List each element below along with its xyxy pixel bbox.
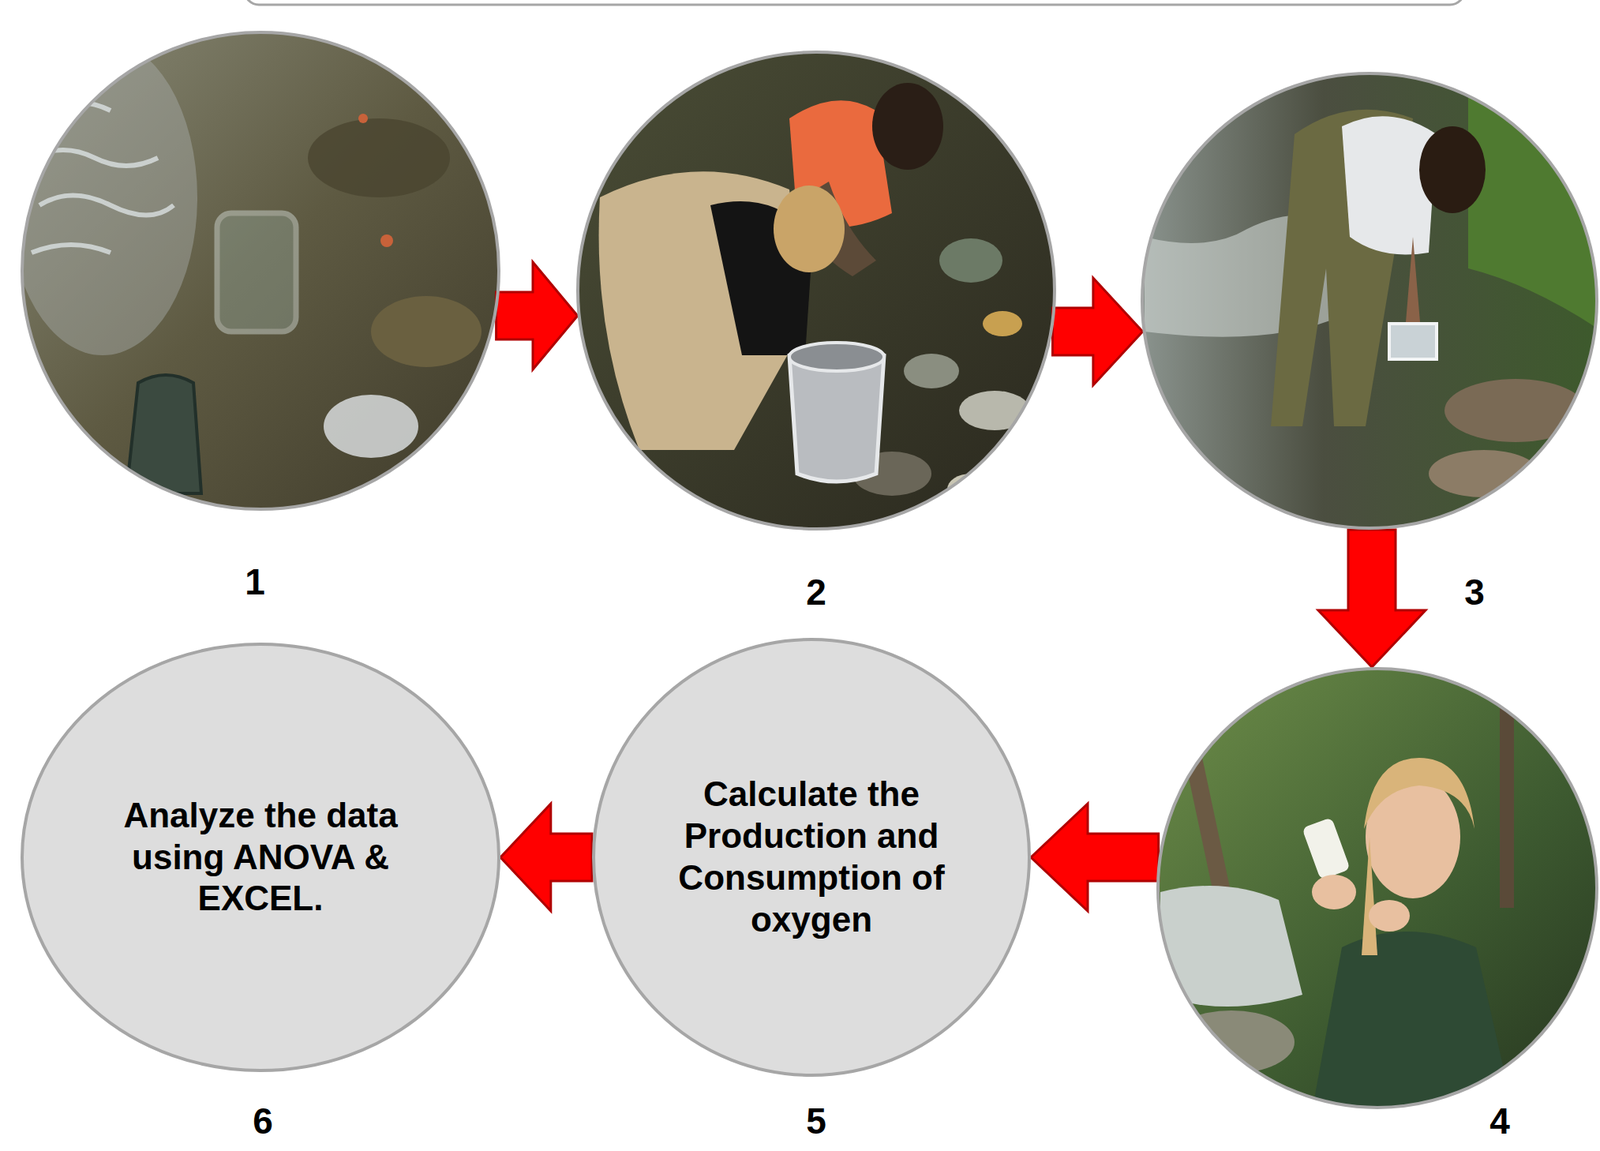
reading-photo [1152,663,1600,1121]
circle-outline [592,637,1031,1077]
circle-border [22,32,499,510]
circle-border [1142,73,1597,529]
sampling-photo [1136,71,1600,537]
step-text: Calculate the Production and Consumption… [677,773,946,941]
circle-border [22,644,499,1071]
flow-arrow [496,262,578,370]
flow-arrow [1030,803,1159,911]
step-number: 6 [252,1100,274,1143]
photo-circle: 4 [1156,666,1599,1110]
text-circle: Calculate the Production and Consumption… [592,637,1031,1077]
step-number: 5 [805,1100,827,1143]
step-number: 4 [1489,1100,1511,1143]
flow-arrow [1318,529,1426,667]
circle-outline [1140,71,1599,530]
flow-arrow [1052,277,1143,386]
text-circle: Analyze the data using ANOVA & EXCEL.6 [20,642,501,1072]
circle-border [1157,668,1597,1108]
photo-circle: 3 [1140,71,1599,530]
circle-border [577,52,1055,529]
photo-circle: 2 [576,50,1057,531]
circle-outline [576,50,1057,531]
step-number: 2 [805,571,827,614]
top-bar [244,0,1465,5]
circle-border [593,639,1030,1076]
step-text: Analyze the data using ANOVA & EXCEL. [118,794,403,920]
circle-outline [1156,666,1599,1110]
photo-circle: 1 [20,30,501,511]
flow-arrow [500,803,593,911]
step-number: 1 [244,561,266,604]
bucket-photo [576,47,1066,537]
stream-photo [7,23,506,514]
step-number: 3 [1464,571,1485,614]
circle-outline [20,30,501,511]
